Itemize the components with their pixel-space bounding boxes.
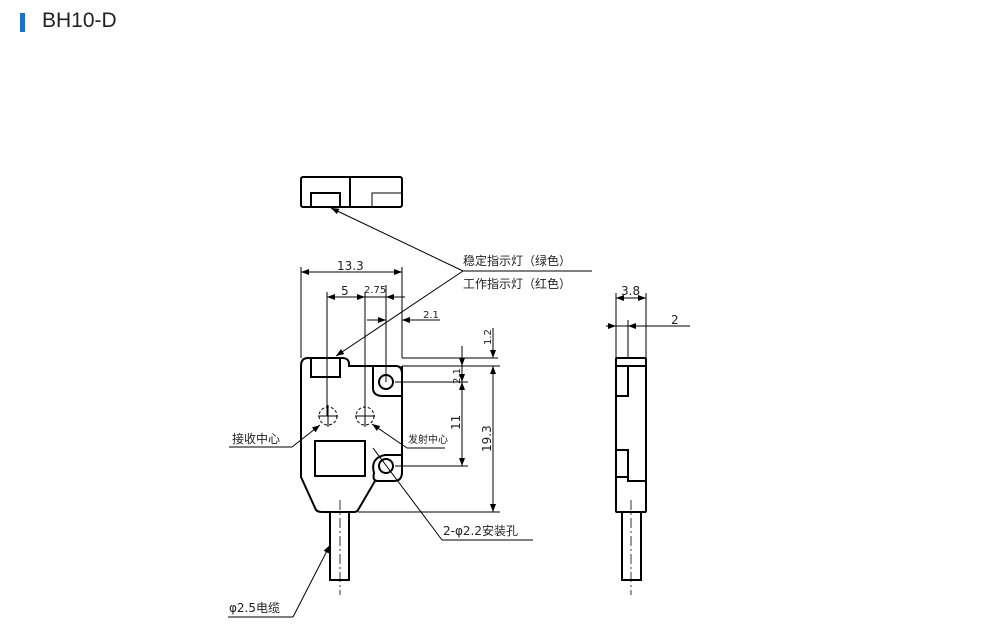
title-accent-bar — [20, 13, 25, 32]
dim-width: 13.3 — [337, 259, 364, 273]
dim-hole-offset-y: 2.1 — [452, 368, 463, 384]
dim-side-step: 2 — [671, 313, 679, 327]
mounting-holes-label: 2-φ2.2安装孔 — [443, 523, 518, 538]
dim-top-offset: 1.2 — [483, 329, 494, 345]
dim-receiver-offset: 5 — [341, 284, 349, 298]
front-view — [300, 357, 403, 595]
cable-label: φ2.5电缆 — [229, 601, 280, 615]
dimension-lines — [300, 267, 690, 513]
cable — [329, 511, 350, 581]
work-indicator-label: 工作指示灯（红色） — [463, 276, 571, 291]
page-title: BH10-D — [42, 9, 117, 32]
callouts: 稳定指示灯（绿色） 工作指示灯（红色） 接收中心 发射中心 2-φ2.2安装孔 … — [228, 207, 592, 618]
stable-indicator-label: 稳定指示灯（绿色） — [463, 253, 571, 268]
side-view — [615, 357, 647, 595]
top-view — [300, 176, 403, 208]
dim-hole-spacing: 11 — [449, 415, 463, 430]
dimension-labels: 13.3 5 2.75 2.1 1.2 2.1 11 19.3 3.8 2 — [337, 259, 679, 452]
receiver-center-label: 接收中心 — [232, 431, 280, 446]
emitter-center-label: 发射中心 — [408, 433, 448, 446]
dim-thickness: 3.8 — [621, 284, 640, 298]
dim-height: 19.3 — [480, 425, 494, 452]
dim-emitter-offset: 2.75 — [364, 285, 386, 296]
dim-hole-offset-x: 2.1 — [423, 310, 439, 321]
